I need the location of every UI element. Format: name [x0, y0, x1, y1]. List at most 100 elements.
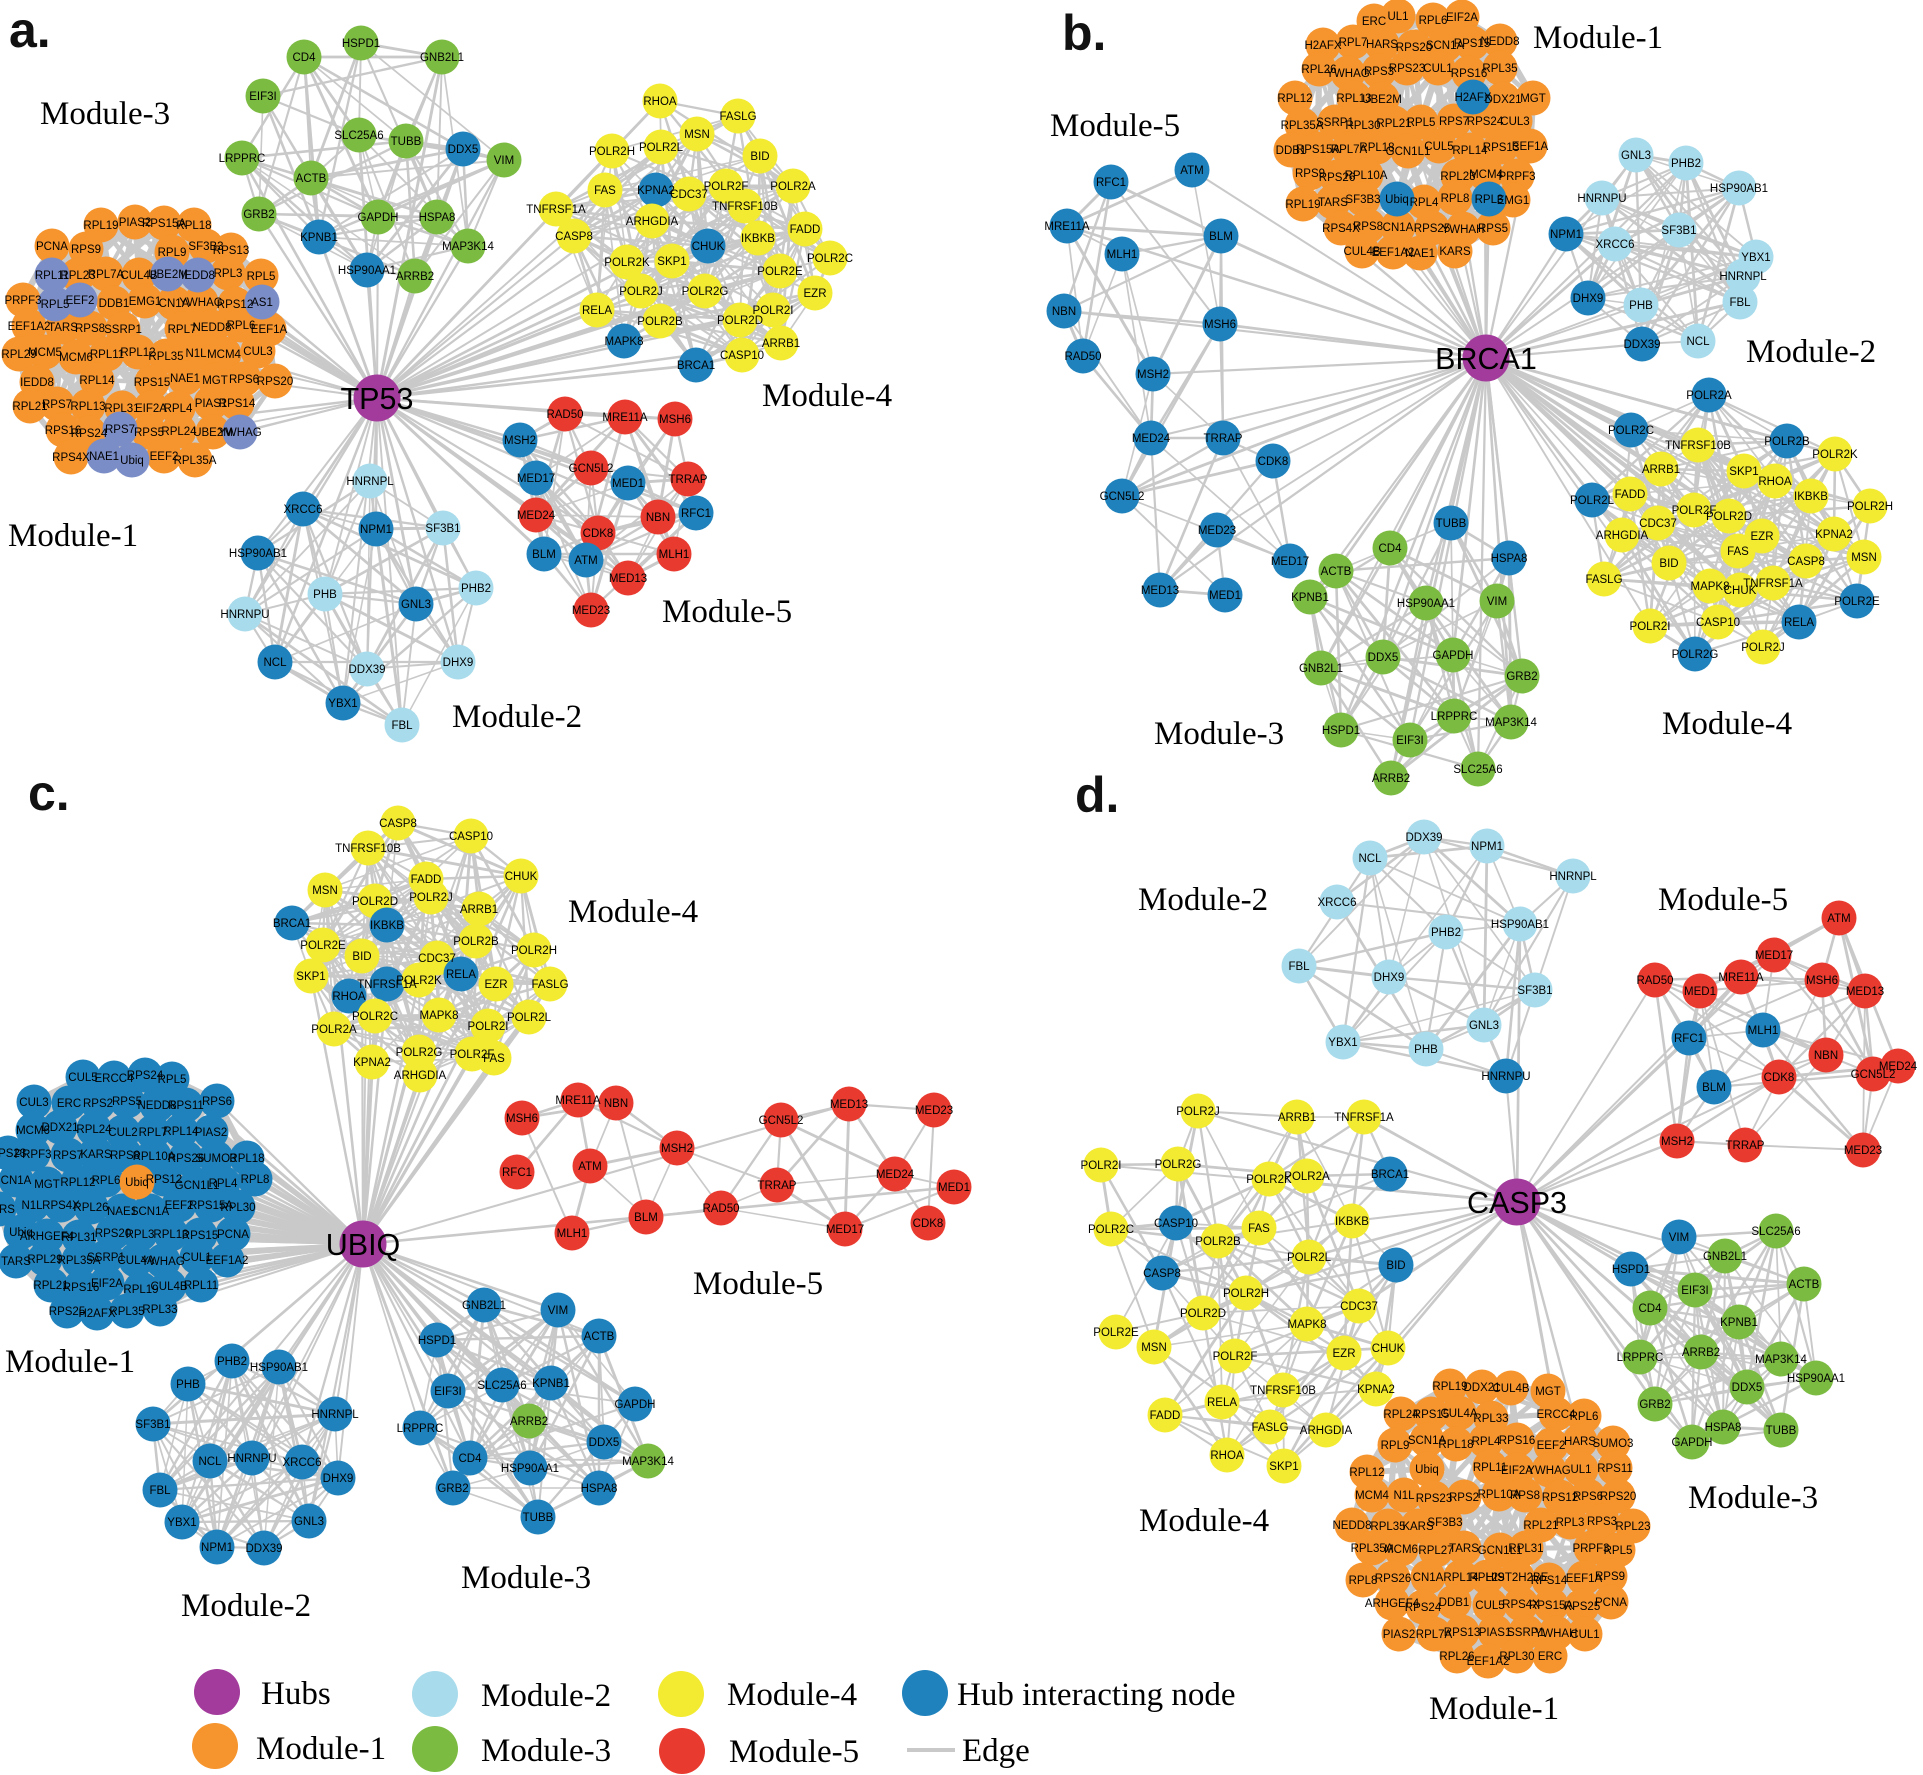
svg-text:FBL: FBL	[1729, 297, 1751, 309]
svg-text:RPL12: RPL12	[60, 1177, 95, 1189]
svg-text:RPL5: RPL5	[158, 1074, 187, 1086]
svg-text:RPS7: RPS7	[1439, 116, 1469, 128]
svg-text:MSN: MSN	[312, 885, 338, 897]
svg-text:DHX9: DHX9	[323, 1473, 354, 1485]
svg-text:PRPF3: PRPF3	[1498, 171, 1535, 183]
svg-text:CN1A: CN1A	[1383, 222, 1414, 234]
svg-text:GNL3: GNL3	[294, 1516, 324, 1528]
svg-text:HSP90AB1: HSP90AB1	[250, 1362, 308, 1374]
svg-text:GAPDH: GAPDH	[1433, 650, 1474, 662]
svg-text:GCN5L2: GCN5L2	[1100, 491, 1145, 503]
svg-text:RPS20: RPS20	[257, 376, 293, 388]
svg-text:RPL13: RPL13	[70, 401, 105, 413]
svg-text:SSRP1: SSRP1	[104, 324, 142, 336]
svg-text:RPL35: RPL35	[1482, 63, 1517, 75]
svg-text:ACTB: ACTB	[1321, 566, 1352, 578]
svg-text:RHOA: RHOA	[1758, 476, 1792, 488]
svg-text:KPNB1: KPNB1	[1291, 592, 1329, 604]
svg-text:RPS4X: RPS4X	[52, 452, 90, 464]
svg-text:SKP1: SKP1	[657, 256, 686, 268]
svg-text:RPS6: RPS6	[202, 1096, 232, 1108]
svg-text:EIF3I: EIF3I	[1396, 735, 1423, 747]
svg-text:FADD: FADD	[411, 874, 442, 886]
svg-text:TRRAP: TRRAP	[1204, 433, 1243, 445]
svg-text:CUL2: CUL2	[108, 1127, 137, 1139]
svg-text:RPL35A: RPL35A	[174, 455, 217, 467]
svg-text:CDK8: CDK8	[583, 528, 614, 540]
svg-text:IKBKB: IKBKB	[741, 233, 775, 245]
svg-text:FAS: FAS	[594, 185, 616, 197]
svg-text:EMG1: EMG1	[129, 296, 162, 308]
svg-text:MSN: MSN	[684, 129, 710, 141]
svg-text:ARRB1: ARRB1	[762, 338, 800, 350]
svg-text:MLH1: MLH1	[659, 549, 690, 561]
svg-text:MAP3K14: MAP3K14	[622, 1456, 674, 1468]
svg-text:GCN5L2: GCN5L2	[569, 463, 614, 475]
svg-text:VIM: VIM	[1487, 596, 1507, 608]
svg-text:MSH6: MSH6	[659, 414, 691, 426]
svg-text:RPL5: RPL5	[1407, 117, 1436, 129]
svg-text:AS1: AS1	[251, 297, 273, 309]
svg-text:ACTB: ACTB	[296, 173, 327, 185]
svg-text:POLR2L: POLR2L	[639, 142, 684, 154]
svg-text:RPL6: RPL6	[92, 1175, 121, 1187]
svg-text:PCNA: PCNA	[217, 1229, 249, 1241]
svg-text:POLR2G: POLR2G	[1672, 649, 1719, 661]
svg-text:BID: BID	[1659, 558, 1678, 570]
svg-text:Ubiq: Ubiq	[125, 1177, 149, 1189]
svg-text:DDX5: DDX5	[448, 144, 479, 156]
svg-text:GRB2: GRB2	[437, 1483, 468, 1495]
svg-text:RAD50: RAD50	[546, 409, 583, 421]
svg-text:RPS9: RPS9	[71, 244, 101, 256]
svg-text:POLR2C: POLR2C	[807, 253, 853, 265]
svg-text:RPL8: RPL8	[1441, 193, 1470, 205]
svg-text:HNRNPU: HNRNPU	[220, 609, 269, 621]
svg-text:DDB1: DDB1	[99, 298, 130, 310]
svg-text:GNB2L1: GNB2L1	[462, 1300, 506, 1312]
svg-text:RPL24: RPL24	[161, 426, 197, 438]
svg-text:EEF2: EEF2	[66, 295, 95, 307]
svg-text:ARRB1: ARRB1	[460, 904, 498, 916]
svg-text:NBN: NBN	[646, 512, 670, 524]
svg-text:EEF1A: EEF1A	[1512, 141, 1549, 153]
svg-text:RPL3: RPL3	[214, 268, 243, 280]
svg-text:CASP8: CASP8	[379, 818, 417, 830]
svg-text:PRPF3: PRPF3	[4, 295, 41, 307]
svg-text:RPL7: RPL7	[1339, 37, 1368, 49]
svg-text:RPL4: RPL4	[164, 403, 193, 415]
svg-text:HSP90AA1: HSP90AA1	[501, 1463, 559, 1475]
svg-text:ARRB2: ARRB2	[396, 271, 434, 283]
svg-text:MCM5: MCM5	[28, 347, 62, 359]
svg-text:RPS11: RPS11	[168, 1100, 204, 1112]
svg-text:CD4: CD4	[1378, 543, 1402, 555]
svg-text:RPL9: RPL9	[158, 247, 187, 259]
svg-text:CUL3: CUL3	[1500, 116, 1529, 128]
svg-text:IKBKB: IKBKB	[1794, 491, 1828, 503]
svg-text:UBE2M: UBE2M	[1362, 94, 1402, 106]
svg-text:TARS: TARS	[48, 322, 78, 334]
svg-text:DDX5: DDX5	[1368, 652, 1399, 664]
svg-text:EIF3I: EIF3I	[434, 1386, 461, 1398]
svg-text:SF3B3: SF3B3	[1345, 194, 1380, 206]
svg-text:HNRNPU: HNRNPU	[1577, 193, 1626, 205]
svg-text:ARRB1: ARRB1	[1642, 464, 1680, 476]
svg-text:N1L: N1L	[185, 348, 207, 360]
svg-text:PHB2: PHB2	[461, 583, 491, 595]
svg-text:RPL3: RPL3	[1475, 194, 1504, 206]
svg-text:EIF2A: EIF2A	[91, 1278, 123, 1290]
svg-text:SF3B1: SF3B1	[135, 1419, 170, 1431]
svg-text:H2AFX: H2AFX	[1454, 92, 1491, 104]
svg-text:MRE11A: MRE11A	[602, 412, 647, 424]
svg-text:MED13: MED13	[609, 573, 647, 585]
svg-text:POLR2E: POLR2E	[1834, 596, 1880, 608]
svg-text:XRCC6: XRCC6	[284, 504, 323, 516]
svg-text:ARHGDIA: ARHGDIA	[626, 216, 679, 228]
svg-text:MLH1: MLH1	[1107, 249, 1138, 261]
svg-text:MGT: MGT	[1520, 93, 1546, 105]
svg-text:RPS8: RPS8	[75, 323, 105, 335]
svg-text:EEF1A2: EEF1A2	[206, 1255, 249, 1267]
svg-text:RELA: RELA	[1784, 617, 1814, 629]
svg-text:EIF2A: EIF2A	[1446, 12, 1478, 24]
svg-text:KARS: KARS	[1439, 246, 1471, 258]
svg-text:MCM6: MCM6	[59, 352, 93, 364]
